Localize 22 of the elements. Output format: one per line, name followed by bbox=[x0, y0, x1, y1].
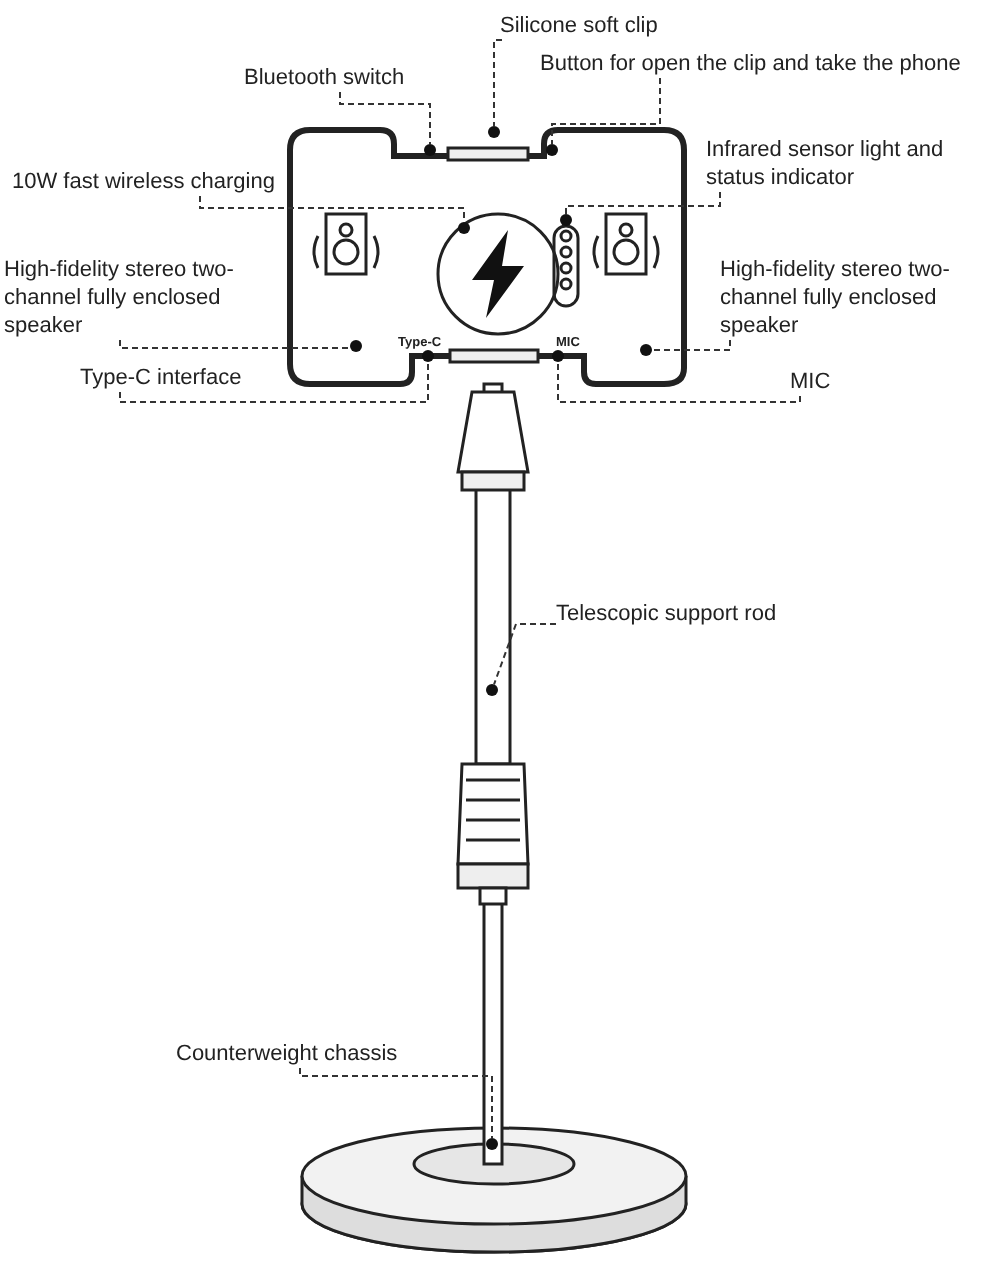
callout-label: Type-C interface bbox=[80, 364, 242, 392]
leader-line bbox=[493, 623, 557, 686]
callout-label: Silicone soft clip bbox=[500, 12, 658, 40]
callout-label: 10W fast wireless charging bbox=[12, 168, 275, 196]
callout-label: Button for open the clip and take the phone bbox=[540, 50, 961, 78]
leader-line bbox=[299, 1067, 493, 1139]
leader-dot bbox=[424, 144, 436, 156]
callout-label: Infrared sensor light and status indicator bbox=[706, 136, 986, 192]
leader-line bbox=[493, 39, 503, 127]
leader-line bbox=[551, 77, 661, 145]
callout-label: Counterweight chassis bbox=[176, 1040, 398, 1068]
callout-label: High-fidelity stereo two-channel fully enclosed speaker bbox=[4, 256, 284, 340]
leader-dot bbox=[488, 126, 500, 138]
leader-line bbox=[119, 361, 429, 403]
leader-line bbox=[339, 91, 431, 145]
callout-label: Telescopic support rod bbox=[556, 600, 777, 628]
callout-label: High-fidelity stereo two-channel fully enclosed speaker bbox=[720, 256, 1000, 340]
callout-label: MIC bbox=[790, 368, 831, 396]
callout-label: Bluetooth switch bbox=[244, 64, 405, 92]
leader-line bbox=[557, 361, 801, 403]
leader-line bbox=[565, 191, 721, 215]
leader-line bbox=[199, 195, 465, 223]
